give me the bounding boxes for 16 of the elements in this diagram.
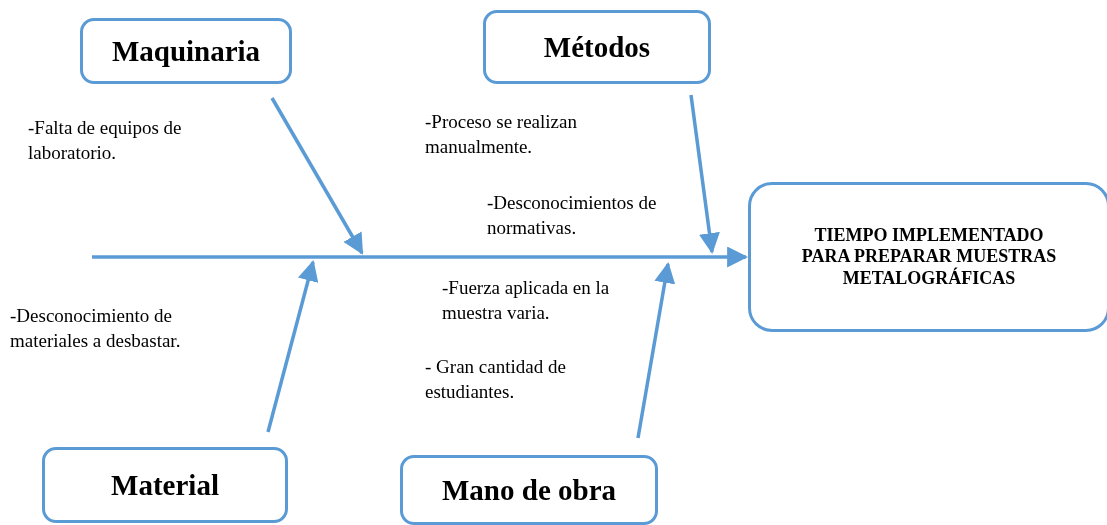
category-box: Maquinaria	[80, 18, 292, 84]
cause-text: - Gran cantidad de estudiantes.	[425, 355, 567, 404]
arrow	[266, 259, 319, 433]
spine-arrow	[92, 246, 749, 268]
arrow	[270, 97, 364, 255]
cause-text: -Fuerza aplicada en la muestra varia.	[442, 276, 611, 325]
cause-text: -Proceso se realizan manualmente.	[425, 110, 578, 159]
category-box: Mano de obra	[400, 455, 658, 525]
category-box: Métodos	[483, 10, 711, 84]
arrow	[636, 261, 676, 439]
cause-text: -Desconocimiento de materiales a desbastar.	[10, 304, 182, 353]
effect-box: TIEMPO IMPLEMENTADO PARA PREPARAR MUESTRAS METALOGRÁFICAS	[748, 182, 1107, 332]
cause-text: -Falta de equipos de laboratorio.	[28, 116, 183, 165]
category-box: Material	[42, 447, 288, 523]
arrow	[689, 94, 720, 255]
cause-text: -Desconocimientos de normativas.	[487, 191, 658, 240]
